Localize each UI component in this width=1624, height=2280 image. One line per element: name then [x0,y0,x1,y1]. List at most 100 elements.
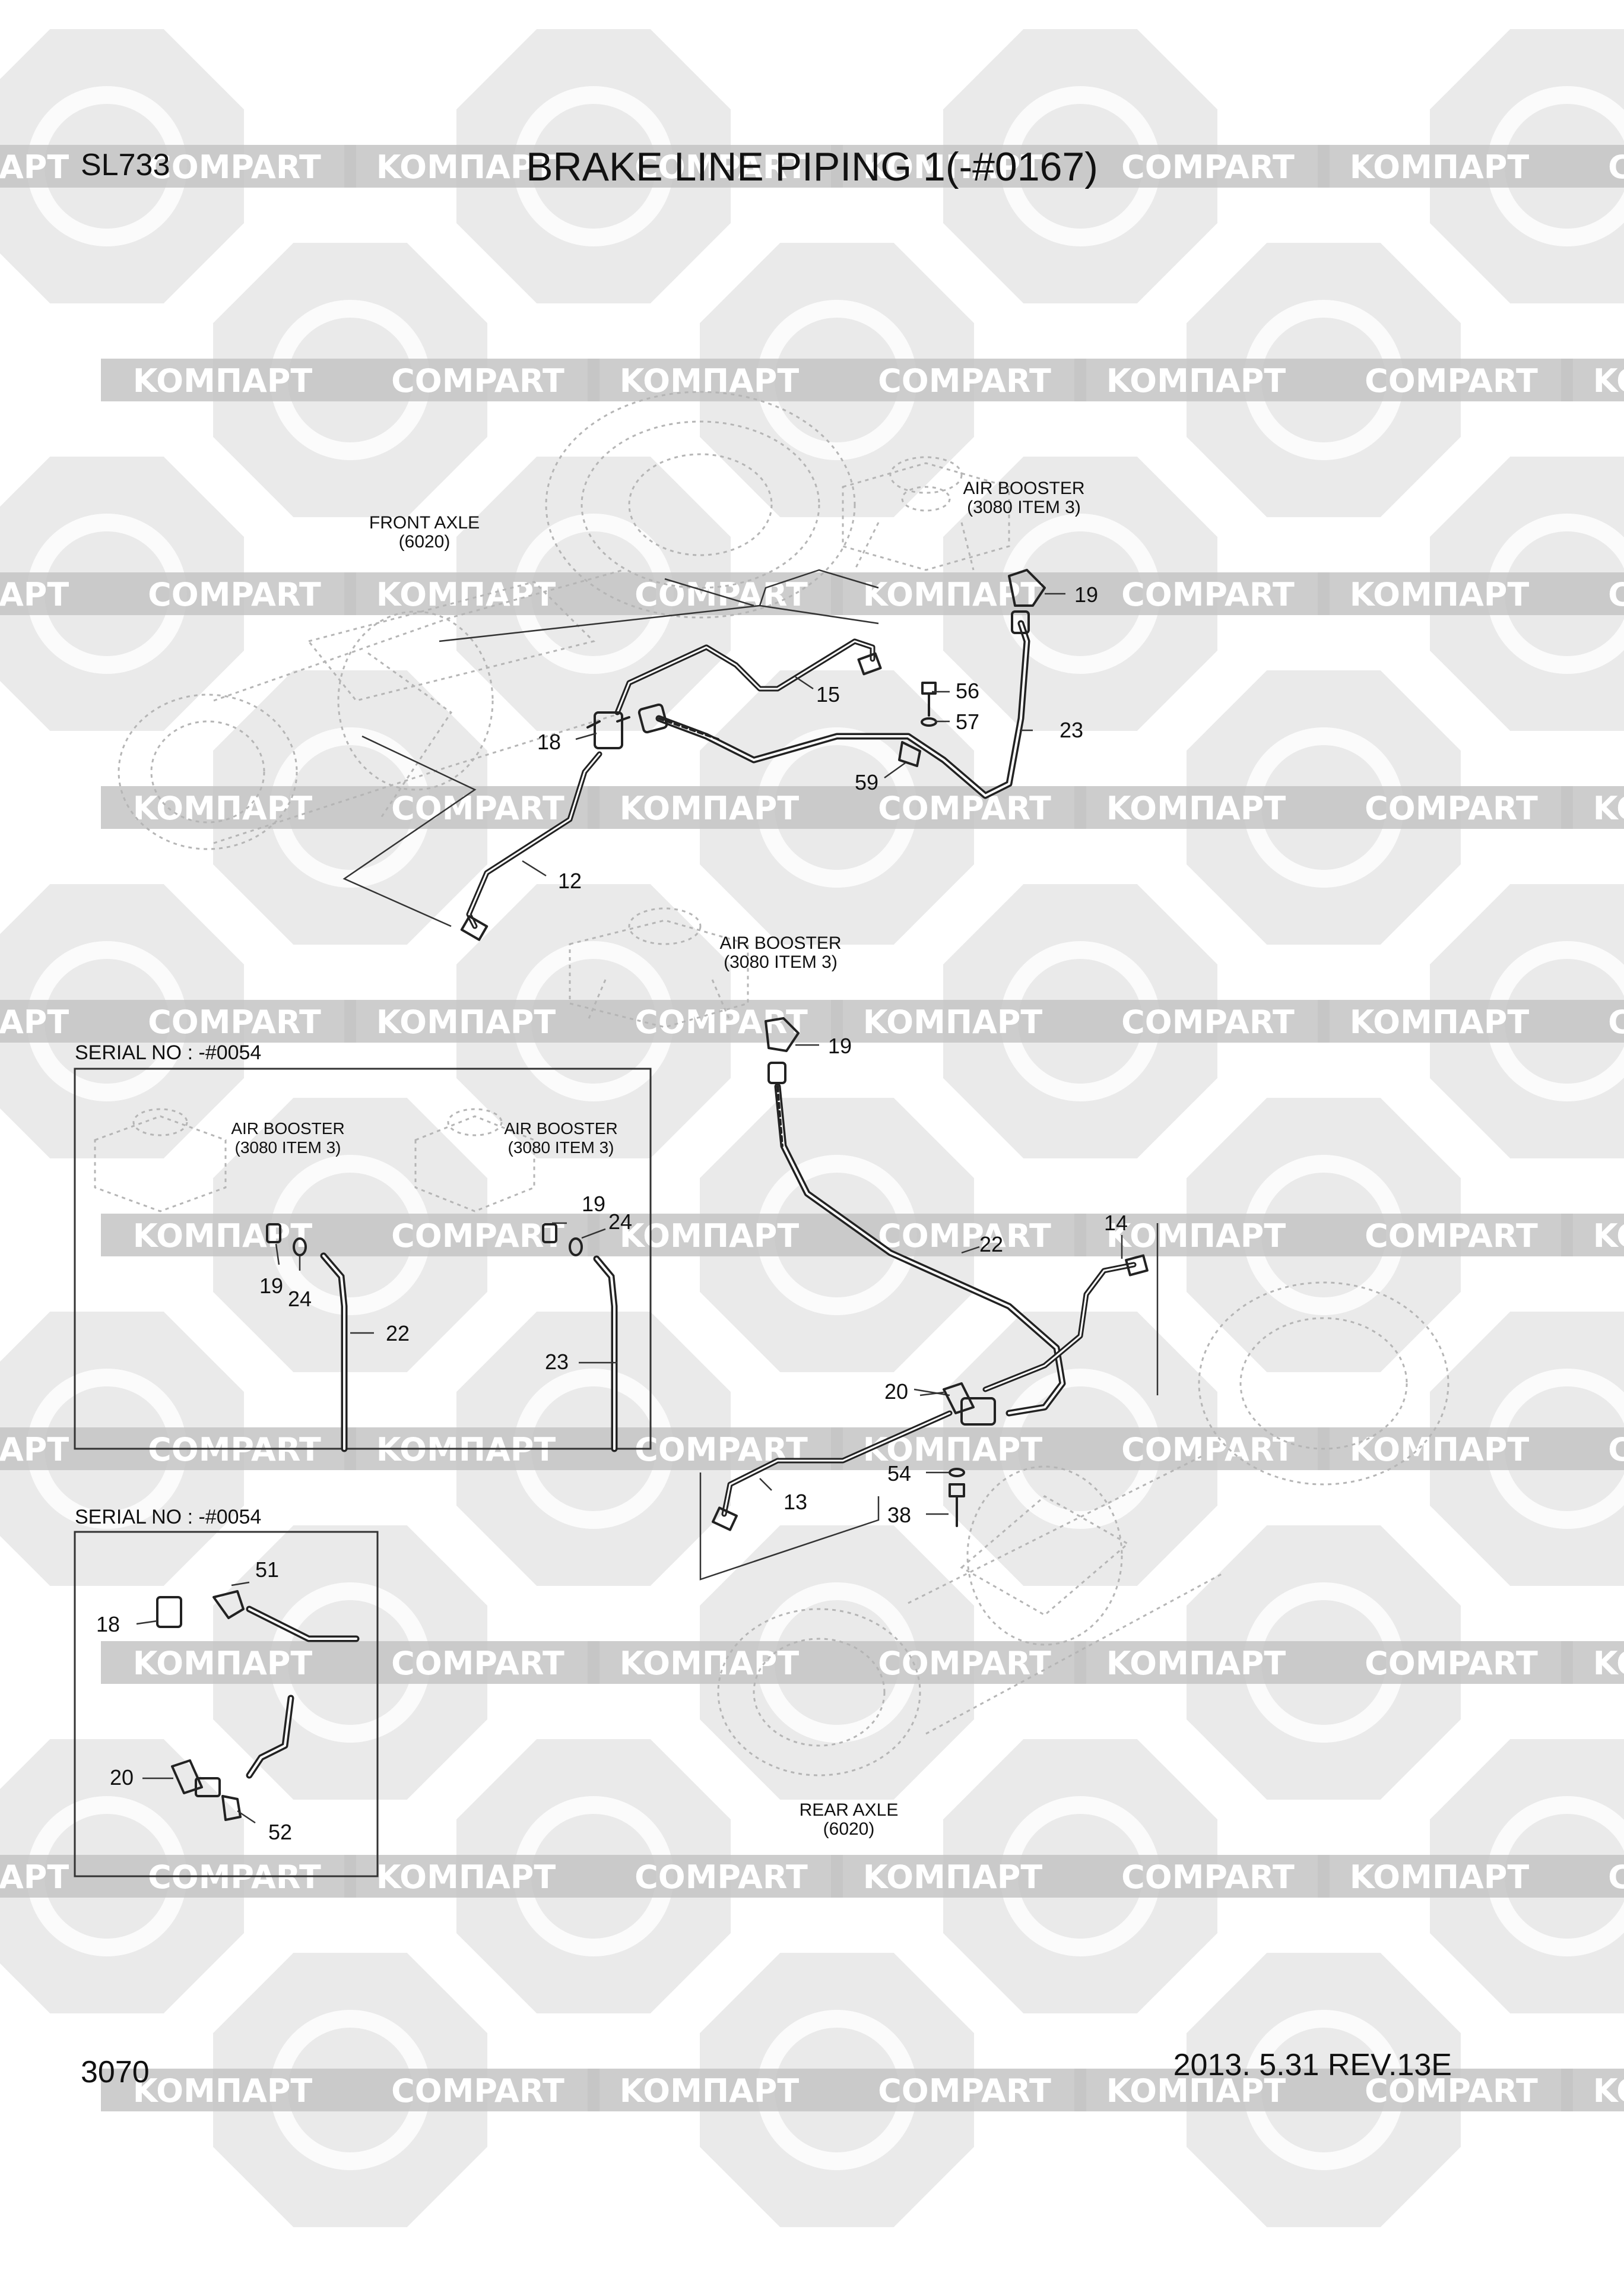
callout-38: 38 [887,1503,911,1527]
page-title: BRAKE LINE PIPING 1(-#0167) [526,144,1098,189]
inset-2-serial: SERIAL NO : -#0054 [75,1506,261,1528]
inset-1-callout-24b: 24 [608,1209,632,1234]
inset-1-callout-19a: 19 [259,1274,283,1298]
svg-text:KOMПАРТ: KOMПАРТ [0,1858,69,1896]
inset-2-callout-51: 51 [255,1557,279,1582]
svg-text:KOMПАРТ: KOMПАРТ [1593,1645,1624,1682]
svg-text:KOMПАРТ: KOMПАРТ [620,1217,800,1255]
front-axle-ghost [118,391,856,850]
svg-text:COMPART: COMPART [148,1003,321,1041]
svg-text:KOMПАРТ: KOMПАРТ [620,790,800,827]
rear-axle-label: REAR AXLE [800,1800,899,1820]
inset-2-callout-20: 20 [110,1765,134,1790]
rear-brake-piping [712,1017,1149,1531]
air-booster-mid-label: AIR BOOSTER [719,933,841,953]
svg-text:KOMПАРТ: KOMПАРТ [620,2072,800,2110]
watermark-tile: KOMПАРТ COMPART [1318,457,1624,731]
callout-leaders [136,593,1123,1824]
callout-20: 20 [884,1379,908,1404]
inset-1-booster-right-ref: (3080 ITEM 3) [508,1138,614,1157]
air-booster-top-ghost [842,456,1010,571]
air-booster-top-ref: (3080 ITEM 3) [967,498,1081,517]
svg-text:KOMПАРТ: KOMПАРТ [1593,790,1624,827]
reference-lines [342,569,1159,1581]
rear-axle-ref: (6020) [823,1819,875,1839]
svg-text:COMPART: COMPART [148,576,321,613]
svg-text:COMPART: COMPART [878,362,1051,400]
svg-text:KOMПАРТ: KOMПАРТ [863,1858,1043,1896]
inset-1-callout-19b: 19 [582,1192,605,1216]
callout-22: 22 [979,1232,1003,1256]
svg-text:COMPART: COMPART [1121,576,1295,613]
svg-text:KOMПАРТ: KOMПАРТ [1593,2072,1624,2110]
svg-text:KOMПАРТ: KOMПАРТ [376,1858,556,1896]
svg-text:KOMПАРТ: KOMПАРТ [376,1003,556,1041]
svg-text:KOMПАРТ: KOMПАРТ [1106,1217,1286,1255]
front-brake-piping [460,569,1046,941]
svg-text:KOMПАРТ: KOMПАРТ [376,576,556,613]
svg-text:KOMПАРТ: KOMПАРТ [1593,1217,1624,1255]
front-axle-label: FRONT AXLE [369,513,480,533]
callout-18: 18 [537,730,561,754]
svg-text:COMPART: COMPART [635,1003,808,1041]
inset-1-text: SERIAL NO : -#0054 AIR BOOSTER (3080 ITE… [75,1041,632,1374]
inset-1-callout-24a: 24 [288,1287,312,1311]
svg-text:COMPART: COMPART [1365,1645,1538,1682]
callout-15: 15 [816,682,840,707]
inset-1-booster-left: AIR BOOSTER [231,1119,344,1138]
svg-text:KOMПАРТ: KOMПАРТ [1350,576,1530,613]
svg-text:COMPART: COMPART [1608,1431,1624,1468]
svg-text:COMPART: COMPART [635,148,808,186]
revision-date: 2013. 5.31 REV.13E [1173,2048,1452,2082]
svg-text:KOMПАРТ: KOMПАРТ [0,576,69,613]
watermark-tile: KOMПАРТ COMPART [1074,1098,1573,1372]
front-axle-ref: (6020) [399,532,451,552]
watermark-tile: KOMПАРТ COMPART [0,884,356,1158]
svg-text:KOMПАРТ: KOMПАРТ [0,1003,69,1041]
air-booster-top-label: AIR BOOSTER [963,479,1084,498]
watermark-tile: KOMПАРТ COMPART [0,457,356,731]
air-booster-mid-ghost [569,907,749,1028]
inset-2-callout-52: 52 [268,1820,292,1844]
svg-text:COMPART: COMPART [391,2072,564,2110]
inset-1-frame [74,1068,652,1452]
svg-text:KOMПАРТ: KOMПАРТ [1350,148,1530,186]
svg-text:COMPART: COMPART [1608,148,1624,186]
svg-text:COMPART: COMPART [1365,1217,1538,1255]
page-number: 3070 [81,2055,150,2089]
svg-text:KOMПАРТ: KOMПАРТ [1350,1858,1530,1896]
svg-text:COMPART: COMPART [635,1858,808,1896]
watermark-tile: KOMПАРТ COMPART [344,1739,843,2013]
ghost-components [94,391,1449,1776]
svg-text:COMPART: COMPART [148,148,321,186]
svg-text:KOMПАРТ: KOMПАРТ [1350,1003,1530,1041]
svg-text:KOMПАРТ: KOMПАРТ [1106,362,1286,400]
callout-14: 14 [1104,1211,1128,1235]
svg-text:KOMПАРТ: KOMПАРТ [620,362,800,400]
diagram-labels: FRONT AXLE (6020) AIR BOOSTER (3080 ITEM… [369,479,1085,1839]
callout-12: 12 [558,869,582,893]
callout-57: 57 [956,710,979,734]
svg-text:COMPART: COMPART [1608,576,1624,613]
inset-1-booster-right: AIR BOOSTER [504,1119,617,1138]
callout-54: 54 [887,1461,911,1486]
